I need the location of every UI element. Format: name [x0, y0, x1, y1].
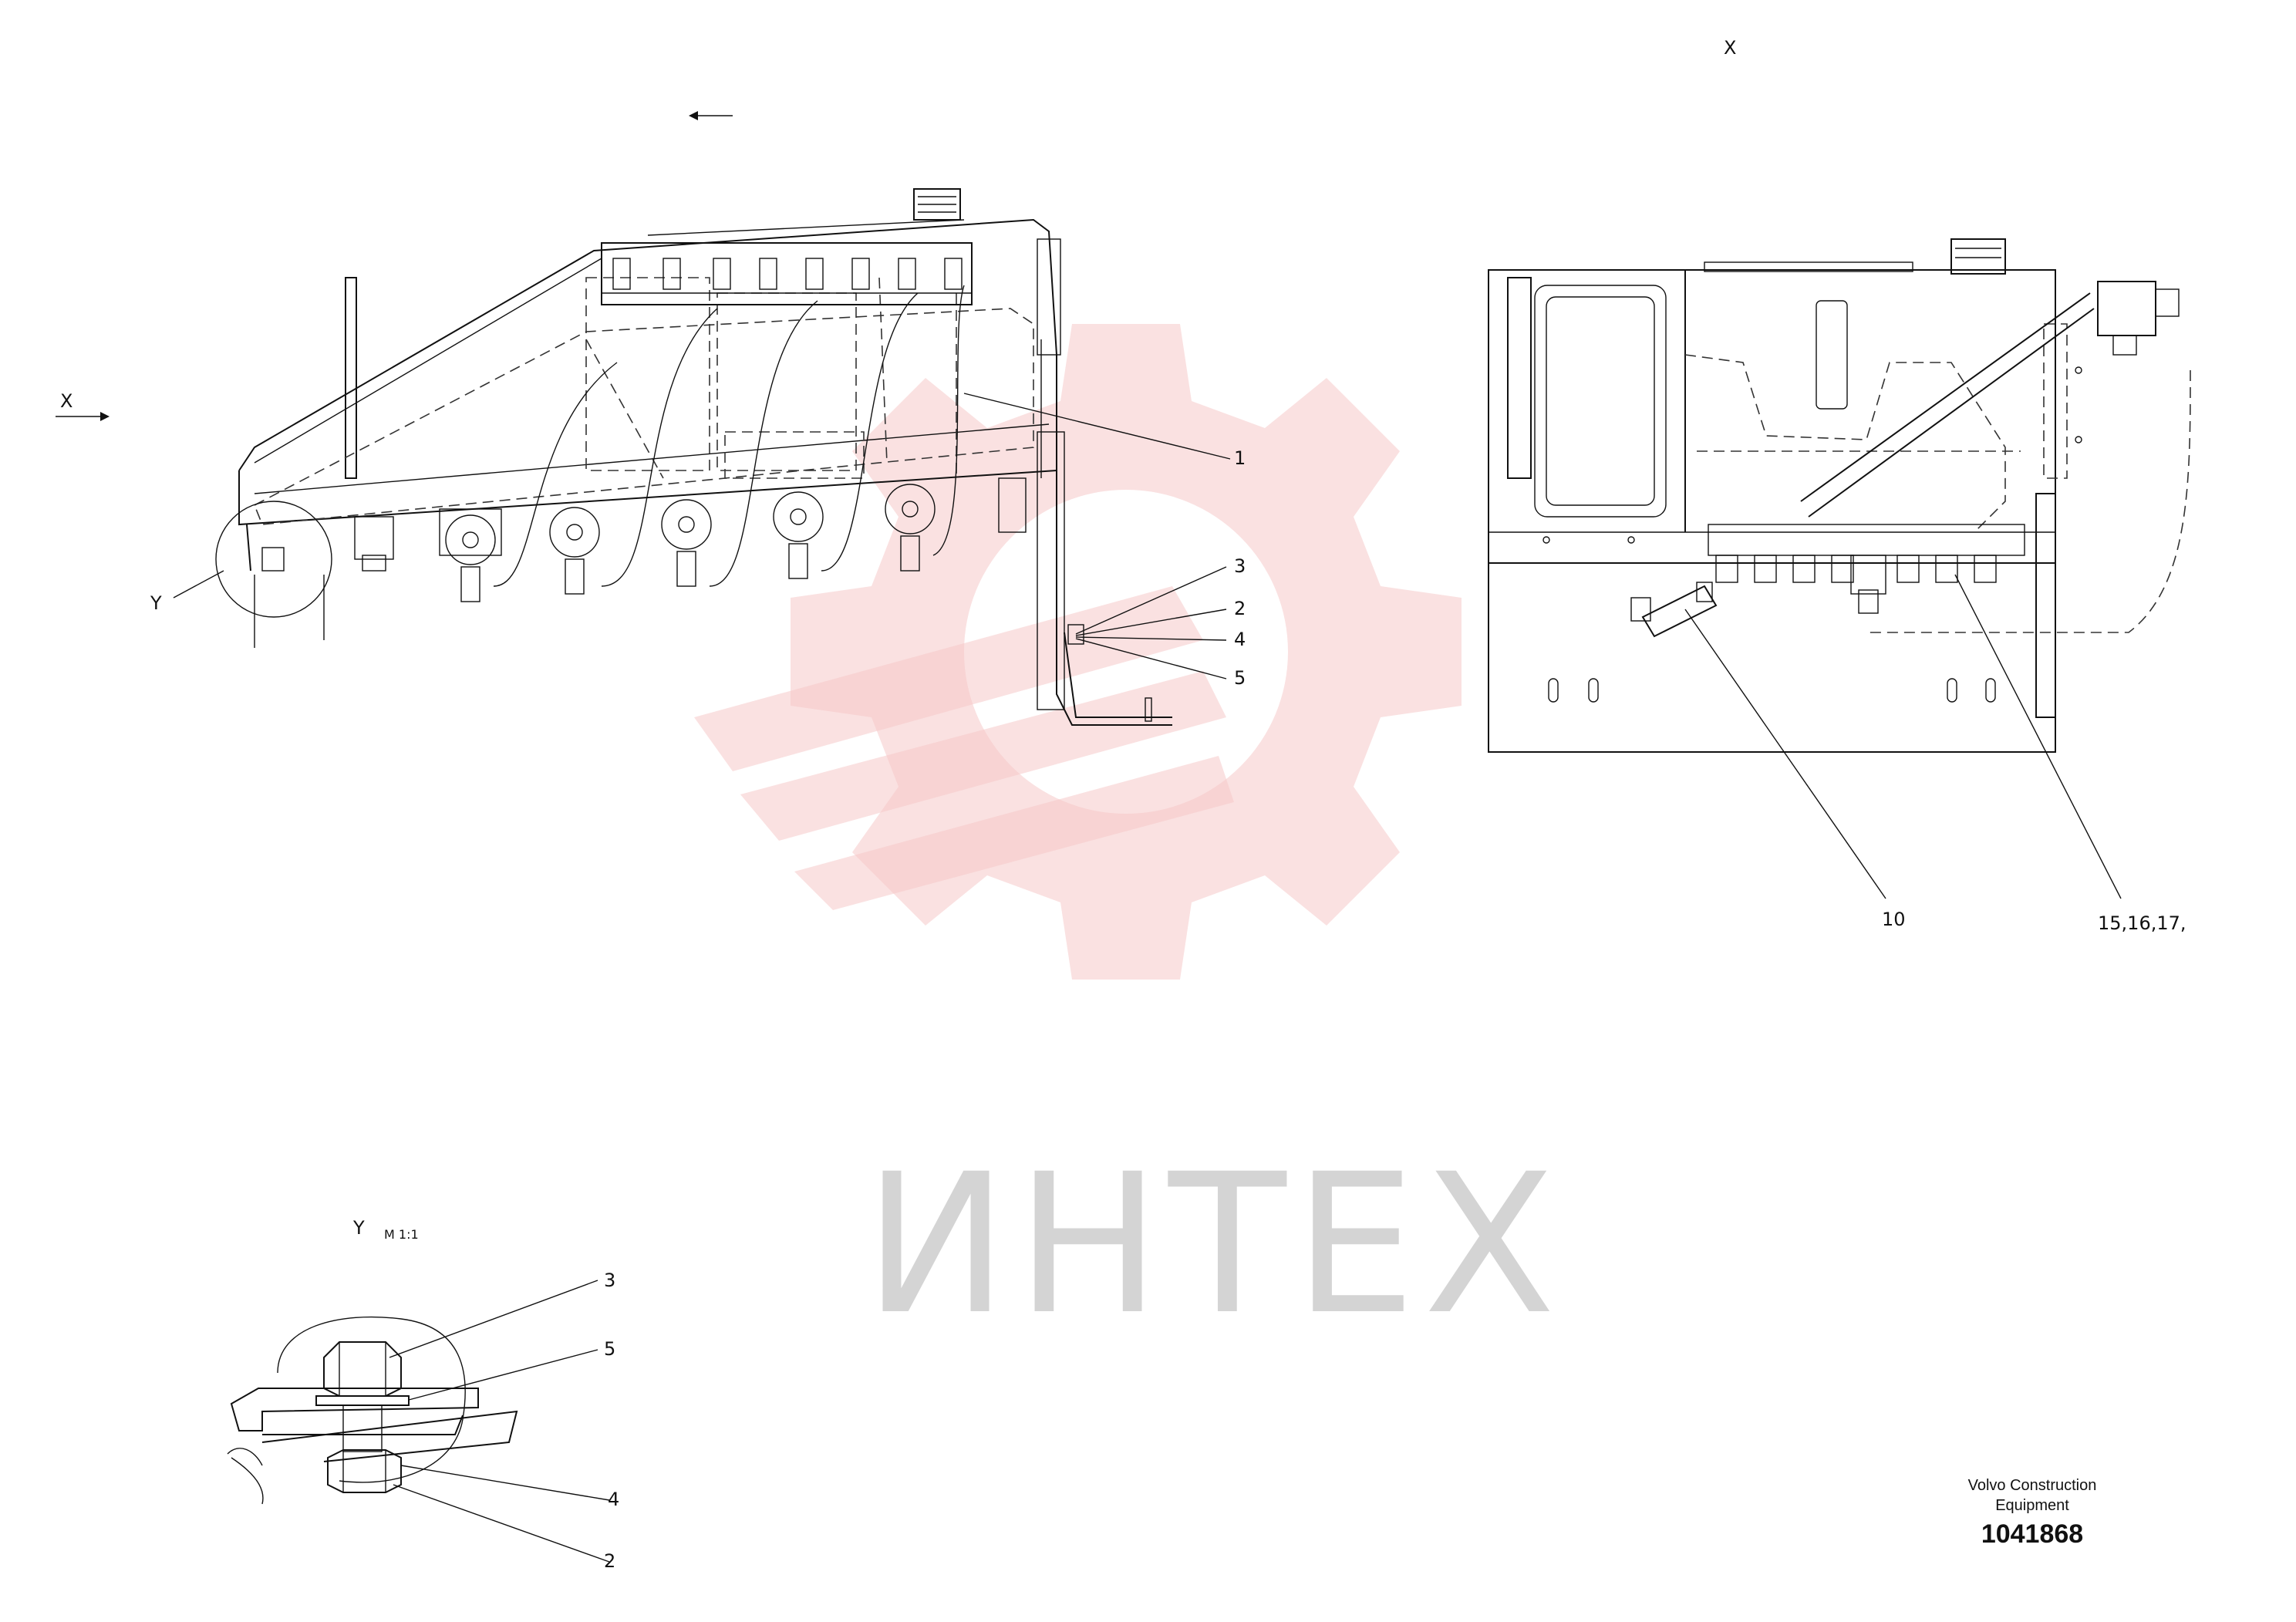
watermark-gear-logo [694, 324, 1462, 980]
x-view-drawing [1488, 238, 2191, 753]
detail-callout-2: 2 [604, 1550, 615, 1572]
callout-15-16-17: 15,16,17, [2098, 912, 2186, 934]
callout-10: 10 [1882, 909, 1906, 930]
callout-2: 2 [1234, 598, 1246, 619]
detail-y-drawing [227, 1316, 518, 1505]
title-block: Volvo Construction Equipment 1041868 [1968, 1477, 2097, 1549]
company-name-line2: Equipment [1995, 1497, 2069, 1514]
callout-3: 3 [1234, 555, 1246, 577]
main-view-leaders [173, 393, 1231, 679]
side-view-drawing [56, 111, 1172, 726]
detail-callout-3: 3 [604, 1270, 615, 1291]
detail-marker-y: Y [150, 592, 162, 614]
watermark-text: ИНТЕХ [864, 1132, 1563, 1357]
detail-callout-4: 4 [608, 1489, 619, 1510]
x-view-leaders [1684, 574, 2122, 899]
callout-4: 4 [1234, 629, 1246, 650]
view-title-x: X [1724, 37, 1736, 59]
drawing-number: 1041868 [1981, 1519, 2083, 1549]
callout-1: 1 [1234, 447, 1246, 469]
detail-callout-5: 5 [604, 1338, 615, 1360]
company-name-line1: Volvo Construction [1968, 1477, 2097, 1494]
detail-title-y: Y [352, 1217, 365, 1239]
view-marker-x-left: X [60, 390, 72, 412]
detail-scale: M 1:1 [384, 1227, 419, 1242]
detail-y-leaders [389, 1280, 610, 1563]
callout-5: 5 [1234, 667, 1246, 689]
